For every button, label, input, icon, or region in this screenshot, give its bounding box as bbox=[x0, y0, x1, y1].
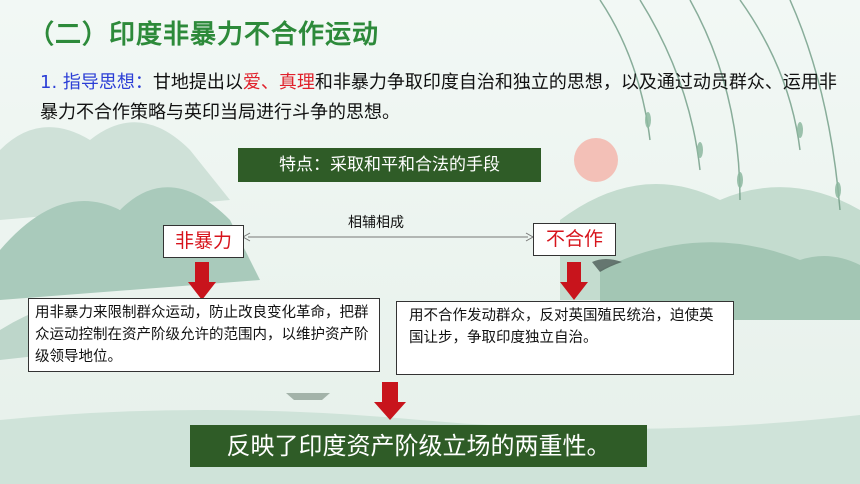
guiding-principle: 1. 指导思想：甘地提出以爱、真理和非暴力争取印度自治和独立的思想，以及通过动员… bbox=[40, 68, 840, 128]
noncooperation-description: 用不合作发动群众，反对英国殖民统治，迫使英国让步，争取印度独立自治。 bbox=[396, 301, 734, 375]
nonviolence-tag: 非暴力 bbox=[163, 225, 244, 258]
down-arrow-icon bbox=[188, 262, 216, 300]
keyword-separator: 、 bbox=[260, 72, 279, 93]
down-arrow-icon bbox=[560, 262, 588, 300]
down-arrow-icon bbox=[374, 382, 406, 420]
slide-title: （二）印度非暴力不合作运动 bbox=[28, 20, 380, 50]
keyword-truth: 真理 bbox=[278, 72, 315, 93]
principle-text-1: 甘地提出以 bbox=[152, 72, 243, 93]
conclusion-box: 反映了印度资产阶级立场的两重性。 bbox=[190, 425, 647, 467]
nonviolence-description: 用非暴力来限制群众运动，防止改良变化革命，把群众运动控制在资产阶级允许的范围内，… bbox=[28, 298, 380, 372]
double-arrow-icon bbox=[242, 232, 534, 242]
principle-label: 1. 指导思想： bbox=[40, 72, 153, 93]
noncooperation-tag: 不合作 bbox=[533, 223, 616, 256]
principle-text-2: 和非暴力争取印度自治和独立的思想，以及通过动员群众、运用非暴力不合作策略与英印当… bbox=[40, 72, 837, 123]
feature-box: 特点：采取和平和合法的手段 bbox=[238, 148, 541, 182]
keyword-love: 爱 bbox=[242, 72, 261, 93]
mutual-label: 相辅相成 bbox=[348, 215, 404, 231]
